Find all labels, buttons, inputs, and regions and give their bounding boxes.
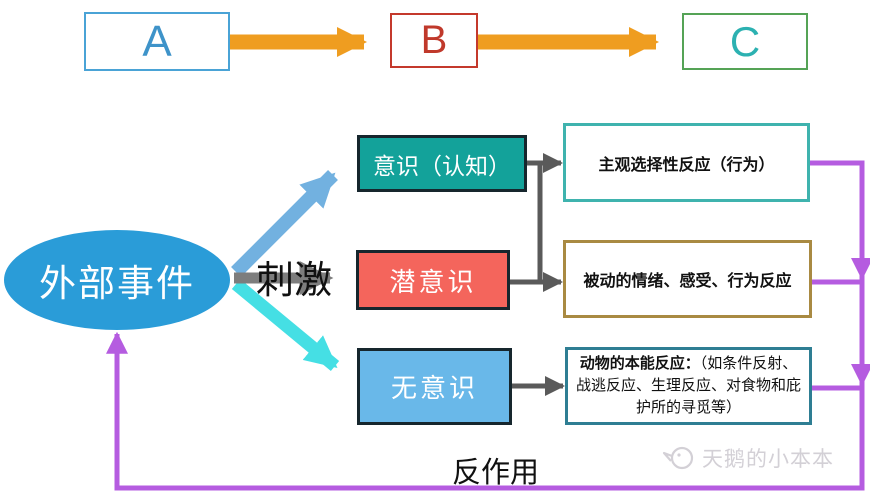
outcome-unconscious-label: 动物的本能反应：（如条件反射、战逃反应、生理反应、对食物和庇护所的寻觅等） (574, 353, 803, 419)
feedback-label: 反作用 (452, 455, 540, 489)
node-b-label: B (420, 18, 448, 62)
outcome-unconscious-lead: 动物的本能反应： (579, 355, 700, 372)
feedback-down-arrowhead-1 (851, 258, 870, 280)
node-subconscious-label: 潜意识 (389, 266, 477, 297)
feedback-down-arrowhead-2 (851, 364, 870, 386)
outcome-subconscious: 被动的情绪、感受、行为反应 (563, 240, 812, 318)
node-c: C (682, 13, 808, 70)
outcome-subconscious-label: 被动的情绪、感受、行为反应 (583, 273, 792, 290)
node-conscious-label: 意识（认知） (373, 152, 511, 179)
outcome-conscious-label: 主观选择性反应（行为） (598, 156, 775, 174)
node-unconscious-label: 无意识 (390, 373, 478, 403)
arrow-event-to-conscious (231, 170, 338, 277)
node-b: B (390, 13, 478, 68)
outcome-unconscious: 动物的本能反应：（如条件反射、战逃反应、生理反应、对食物和庇护所的寻觅等） (565, 347, 812, 425)
stimulus-label: 刺激 (256, 258, 333, 302)
node-conscious: 意识（认知） (357, 135, 527, 192)
arrow-event-to-unconscious (231, 278, 340, 372)
node-c-label: C (729, 17, 761, 65)
watermark-text: 天鹅的小本本 (702, 448, 834, 471)
node-a-label: A (142, 16, 172, 66)
external-event-label: 外部事件 (39, 263, 195, 304)
feedback-loop-path (106, 160, 865, 491)
node-a: A (84, 12, 230, 71)
outcome-unconscious-rest: （如条件反射、战逃反应、生理反应、对食物和庇护所的寻觅等） (575, 356, 801, 416)
watermark: 天鹅的小本本 (662, 443, 834, 473)
outcome-conscious: 主观选择性反应（行为） (563, 123, 810, 202)
node-unconscious: 无意识 (357, 348, 512, 425)
swan-icon (662, 446, 694, 470)
external-event-node: 外部事件 (4, 230, 230, 330)
node-subconscious: 潜意识 (356, 250, 510, 310)
